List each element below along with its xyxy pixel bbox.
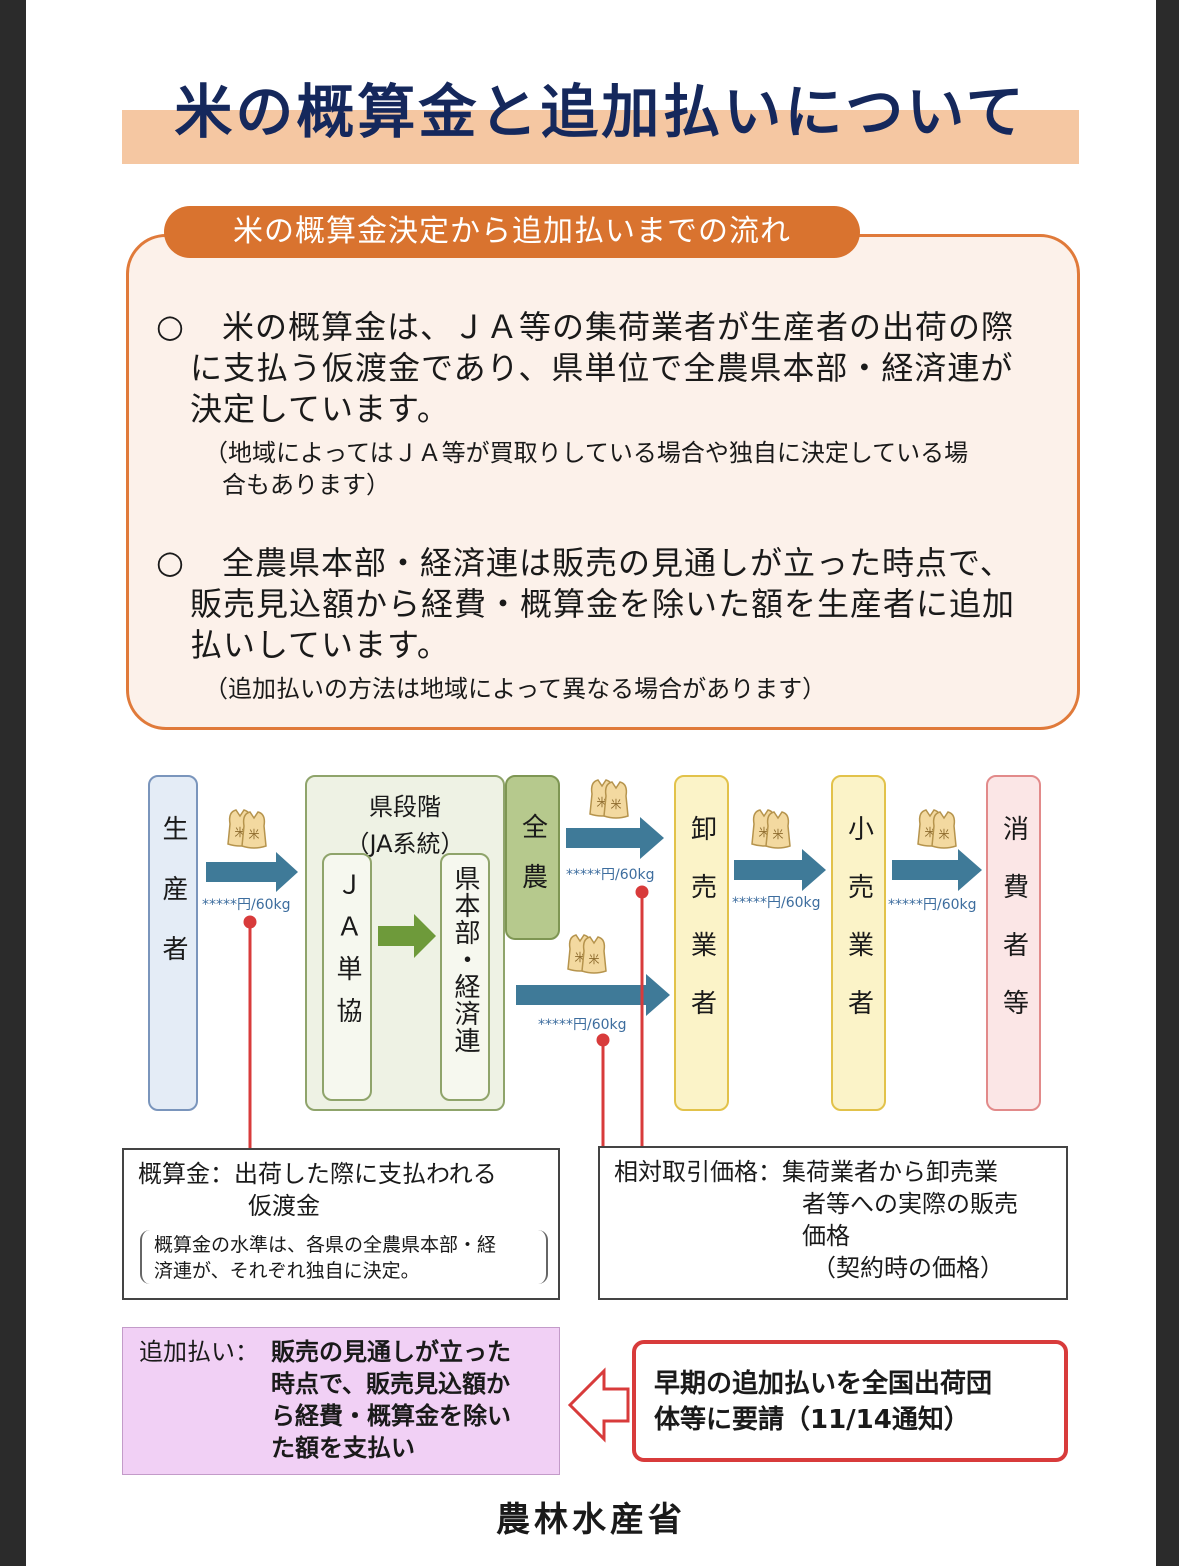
price-label: *****円/60kg — [566, 867, 655, 883]
price-label: *****円/60kg — [202, 897, 291, 913]
advance-note-bracket — [140, 1230, 548, 1284]
red-leader-dot — [243, 915, 257, 929]
arrow-ja-to-pref — [378, 914, 436, 958]
producer-column: 生産者 — [148, 775, 198, 1111]
relative-price-line1: 者等への実際の販売 — [802, 1190, 1018, 1218]
price-label: *****円/60kg — [538, 1017, 627, 1033]
arrow-pref-to-wholesaler — [516, 974, 670, 1016]
additional-payment-line3: ら経費・概算金を除い — [271, 1402, 511, 1430]
arrow-wholesaler-to-retailer — [734, 849, 826, 891]
diagram-graphics: 米 — [206, 779, 982, 1443]
arrow-retailer-to-consumer — [892, 849, 982, 891]
additional-payment-line4: た額を支払い — [271, 1434, 415, 1462]
bullet2-line2: 販売見込額から経費・概算金を除いた額を生産者に追加 — [190, 585, 1016, 623]
wholesaler-column: 卸売業者 — [674, 775, 729, 1111]
bullet2-line1: 全農県本部・経済連は販売の見通しが立った時点で、 — [222, 544, 1013, 582]
ja-coop-box: ＪＡ単協 — [322, 853, 372, 1101]
title-highlight — [122, 110, 1079, 164]
wholesaler-label: 卸売業者 — [686, 815, 717, 1047]
footer-ministry: 農林水産省 — [496, 1500, 686, 1540]
bullet-mark: ○ — [156, 307, 184, 345]
rice-bag-icon — [567, 934, 607, 974]
bullet-mark: ○ — [156, 543, 184, 581]
retailer-label: 小売業者 — [843, 815, 874, 1047]
relative-price-line3: （契約時の価格） — [812, 1254, 1004, 1282]
relative-price-box: 相対取引価格：集荷業者から卸売業 者等への実際の販売 価格 （契約時の価格） — [598, 1146, 1068, 1300]
rice-bag-icon — [751, 809, 791, 849]
relative-price-label: 相対取引価格：集荷業者から卸売業 — [614, 1158, 998, 1186]
additional-payment-label: 追加払い： — [139, 1338, 259, 1366]
flow-section-box — [126, 234, 1080, 730]
bullet2-note: （追加払いの方法は地域によって異なる場合があります） — [204, 675, 827, 703]
advance-note-line2: 済連が、それぞれ独自に決定。 — [154, 1260, 420, 1282]
pref-hq-label: 県本部・経済連 — [450, 865, 480, 1054]
flow-section-heading: 米の概算金決定から追加払いまでの流れ — [164, 206, 860, 258]
page: 米の概算金と追加払いについて 米の概算金決定から追加払いまでの流れ ○ 米の概算… — [26, 0, 1156, 1566]
bullet1-line2: に支払う仮渡金であり、県単位で全農県本部・経済連が — [190, 349, 1014, 387]
ja-coop-label: ＪＡ単協 — [332, 871, 362, 1039]
additional-payment-line2: 時点で、販売見込額か — [271, 1370, 511, 1398]
page-title: 米の概算金と追加払いについて — [174, 78, 1027, 146]
bullet1-line3: 決定しています。 — [190, 390, 450, 428]
consumer-column: 消費者等 — [986, 775, 1041, 1111]
advance-note-line1: 概算金の水準は、各県の全農県本部・経 — [154, 1234, 497, 1256]
bullet2-line3: 払いしています。 — [190, 626, 450, 664]
request-box: 早期の追加払いを全国出荷団 体等に要請（11/14通知） — [632, 1340, 1068, 1462]
rice-bag-icon — [917, 809, 957, 849]
retailer-column: 小売業者 — [831, 775, 886, 1111]
arrow-zennoh-to-wholesaler — [566, 817, 664, 859]
bullet1-note-line2: 合もあります） — [222, 471, 390, 499]
price-label: *****円/60kg — [888, 897, 977, 913]
red-leader-dot — [596, 1033, 610, 1047]
rice-bag-icon — [589, 779, 629, 819]
left-arrow-icon — [567, 1367, 630, 1443]
bullet1-line1: 米の概算金は、ＪＡ等の集荷業者が生産者の出荷の際 — [222, 308, 1015, 346]
advance-payment-box: 概算金：出荷した際に支払われる 仮渡金 概算金の水準は、各県の全農県本部・経 済… — [122, 1148, 560, 1300]
zennoh-label: 全農 — [517, 813, 548, 913]
additional-payment-box: 追加払い： 販売の見通しが立った 時点で、販売見込額か ら経費・概算金を除い た… — [122, 1327, 560, 1475]
prefecture-stage-title: 県段階 — [369, 793, 441, 821]
zennoh-box: 全農 — [505, 775, 560, 940]
price-label: *****円/60kg — [732, 895, 821, 911]
additional-payment-line1: 販売の見通しが立った — [271, 1338, 511, 1366]
relative-price-line2: 価格 — [802, 1222, 850, 1250]
advance-payment-label2: 仮渡金 — [248, 1192, 320, 1220]
consumer-label: 消費者等 — [998, 815, 1029, 1047]
request-line2: 体等に要請（11/14通知） — [654, 1405, 970, 1435]
rice-bag-icon — [227, 809, 267, 849]
bullet1-note-line1: （地域によってはＪＡ等が買取りしている場合や独自に決定している場 — [204, 439, 969, 467]
pref-hq-box: 県本部・経済連 — [440, 853, 490, 1101]
advance-payment-label: 概算金：出荷した際に支払われる — [138, 1160, 497, 1188]
arrow-producer-to-ja — [206, 852, 298, 892]
request-line1: 早期の追加払いを全国出荷団 — [654, 1369, 993, 1399]
red-leader-dot — [635, 885, 649, 899]
producer-label: 生産者 — [158, 815, 188, 995]
